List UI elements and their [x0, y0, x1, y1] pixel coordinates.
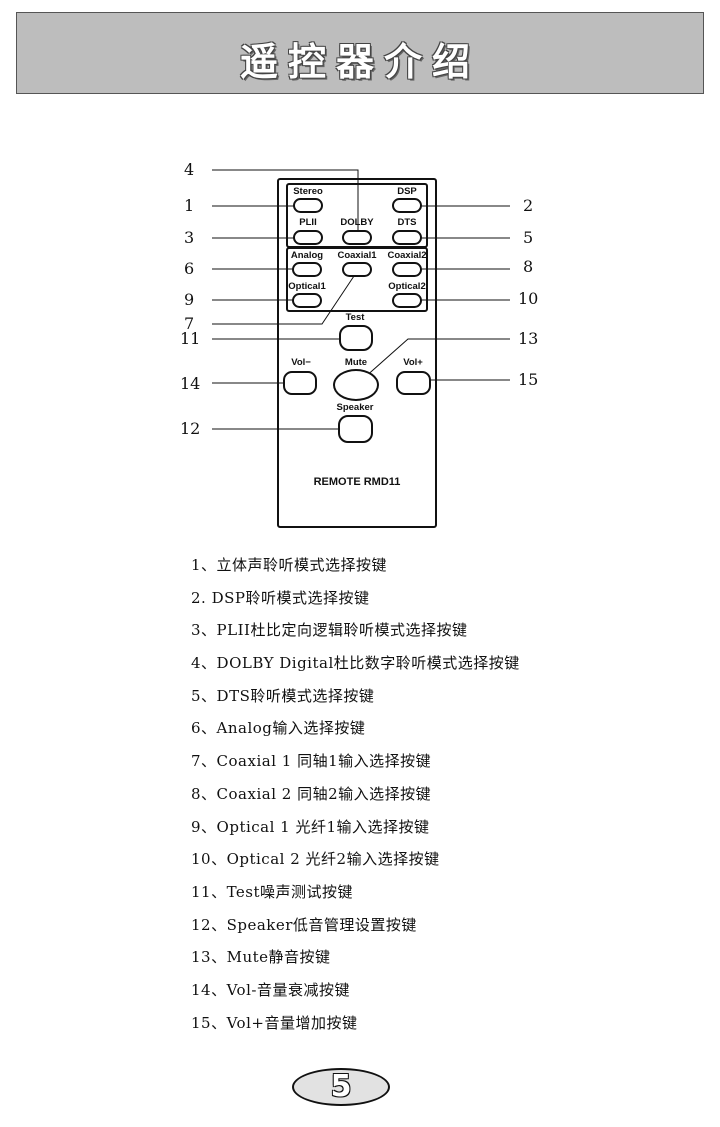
callout-12: 12: [180, 419, 201, 438]
leader-line-7: [212, 275, 355, 325]
optical2-button[interactable]: [392, 293, 422, 308]
coaxial2-button[interactable]: [392, 262, 422, 277]
callout-2: 2: [523, 196, 534, 215]
callout-3: 3: [184, 228, 195, 247]
callout-11: 11: [180, 329, 201, 348]
callout-8: 8: [523, 257, 534, 276]
leader-line-4: [212, 169, 359, 231]
callout-15: 15: [518, 370, 539, 389]
dolby-button[interactable]: [342, 230, 372, 245]
callout-10: 10: [518, 289, 539, 308]
speaker-button[interactable]: [338, 415, 373, 443]
callout-6: 6: [184, 259, 195, 278]
optical2-label: Optical2: [388, 281, 426, 292]
plii-button[interactable]: [293, 230, 323, 245]
remote-model-label: REMOTE RMD11: [313, 476, 401, 488]
page-number: 5: [330, 1069, 352, 1104]
list-item: 4、DOLBY Digital杜比数字聆听模式选择按键: [191, 654, 520, 673]
analog-label: Analog: [290, 250, 324, 261]
optical1-button[interactable]: [292, 293, 322, 308]
list-item: 13、Mute静音按键: [191, 948, 331, 967]
stereo-label: Stereo: [293, 186, 323, 197]
vol-minus-label: Vol−: [291, 357, 311, 368]
list-item: 7、Coaxial 1 同轴1输入选择按键: [191, 752, 432, 771]
dsp-label: DSP: [397, 186, 417, 197]
leader-line-13: [354, 338, 510, 387]
callout-9: 9: [184, 290, 195, 309]
test-label: Test: [345, 312, 365, 323]
coaxial2-label: Coaxial2: [387, 250, 427, 261]
coaxial1-label: Coaxial1: [337, 250, 377, 261]
vol-minus-button[interactable]: [283, 371, 317, 395]
list-item: 11、Test噪声测试按键: [191, 882, 354, 901]
list-item: 3、PLII杜比定向逻辑聆听模式选择按键: [191, 621, 468, 640]
dts-label: DTS: [397, 217, 417, 228]
plii-label: PLII: [299, 217, 317, 228]
dts-button[interactable]: [392, 230, 422, 245]
list-item: 12、Speaker低音管理设置按键: [191, 915, 417, 934]
callout-4: 4: [184, 160, 195, 179]
list-item: 15、Vol+音量增加按键: [191, 1013, 358, 1032]
page-number-badge: 5: [292, 1068, 390, 1106]
vol-plus-button[interactable]: [396, 371, 431, 395]
list-item: 8、Coaxial 2 同轴2输入选择按键: [191, 784, 432, 803]
analog-button[interactable]: [292, 262, 322, 277]
dolby-label: DOLBY: [340, 217, 374, 228]
coaxial1-button[interactable]: [342, 262, 372, 277]
input-select-group: [286, 247, 428, 312]
list-item: 10、Optical 2 光纤2输入选择按键: [191, 850, 440, 869]
list-item: 5、DTS聆听模式选择按键: [191, 686, 375, 705]
dsp-button[interactable]: [392, 198, 422, 213]
callout-5: 5: [523, 228, 534, 247]
mute-button[interactable]: [333, 369, 379, 401]
list-item: 1、立体声聆听模式选择按键: [191, 556, 388, 574]
header-banner: 遥控器介绍: [16, 12, 704, 94]
mute-label: Mute: [344, 357, 368, 368]
callout-14: 14: [180, 374, 201, 393]
page-title: 遥控器介绍: [239, 39, 480, 84]
test-button[interactable]: [339, 325, 373, 351]
remote-control-outline: [277, 178, 437, 528]
optical1-label: Optical1: [288, 281, 326, 292]
button-description-list: 1、立体声聆听模式选择按键 2. DSP聆听模式选择按键 3、PLII杜比定向逻…: [191, 552, 520, 1042]
callout-7: 7: [184, 314, 195, 333]
vol-plus-label: Vol+: [403, 357, 423, 368]
callout-1: 1: [184, 196, 195, 215]
stereo-button[interactable]: [293, 198, 323, 213]
list-item: 2. DSP聆听模式选择按键: [191, 588, 370, 607]
list-item: 6、Analog输入选择按键: [191, 719, 366, 738]
callout-13: 13: [518, 329, 539, 348]
list-item: 14、Vol-音量衰减按键: [191, 980, 350, 999]
list-item: 9、Optical 1 光纤1输入选择按键: [191, 817, 430, 836]
speaker-label: Speaker: [336, 402, 374, 413]
